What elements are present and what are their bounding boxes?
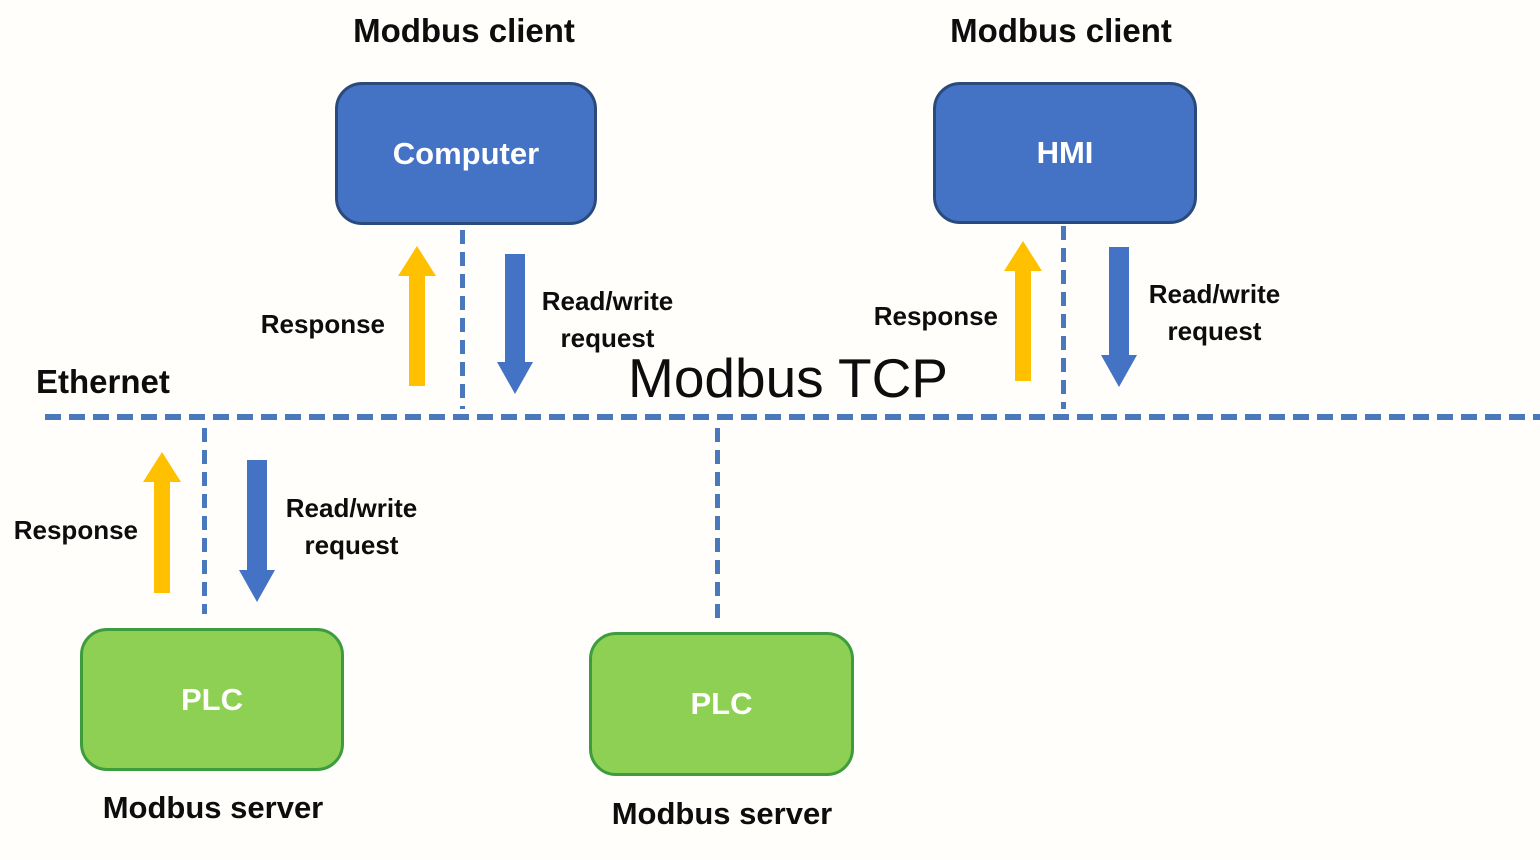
device-label-computer: Computer: [392, 135, 540, 171]
response-label: Response: [260, 309, 385, 339]
device-box-computer: Computer: [335, 82, 597, 225]
client-caption-computer: Modbus client: [353, 12, 575, 49]
request-label: Read/write request: [285, 493, 418, 560]
request-label: Read/write request: [541, 286, 674, 353]
bus-label-ethernet: Ethernet: [36, 363, 170, 400]
response-arrow-up-icon: [398, 246, 436, 386]
request-arrow-down-icon: [497, 254, 533, 394]
bus-drop-line-plc2: [715, 428, 720, 622]
device-label-plc1: PLC: [181, 681, 243, 717]
device-label-hmi: HMI: [1036, 135, 1094, 170]
device-box-plc1: PLC: [80, 628, 344, 771]
response-label: Response: [873, 301, 998, 331]
request-arrow-down-icon: [1101, 247, 1137, 387]
bus-drop-line-plc1: [202, 428, 207, 614]
ethernet-bus-line: [45, 414, 1540, 420]
server-caption-plc1: Modbus server: [102, 790, 324, 825]
request-label: Read/write request: [1148, 279, 1281, 346]
client-caption-hmi: Modbus client: [950, 12, 1172, 49]
bus-drop-line-hmi: [1061, 226, 1066, 409]
device-box-hmi: HMI: [933, 82, 1197, 224]
device-box-plc2: PLC: [589, 632, 854, 776]
request-arrow-down-icon: [239, 460, 275, 602]
diagram-title-modbus-tcp: Modbus TCP: [628, 347, 948, 409]
device-label-plc2: PLC: [690, 686, 753, 721]
response-label: Response: [13, 515, 138, 545]
bus-drop-line-computer: [460, 230, 465, 409]
server-caption-plc2: Modbus server: [611, 796, 833, 831]
response-arrow-up-icon: [1004, 241, 1042, 381]
response-arrow-up-icon: [143, 452, 181, 593]
